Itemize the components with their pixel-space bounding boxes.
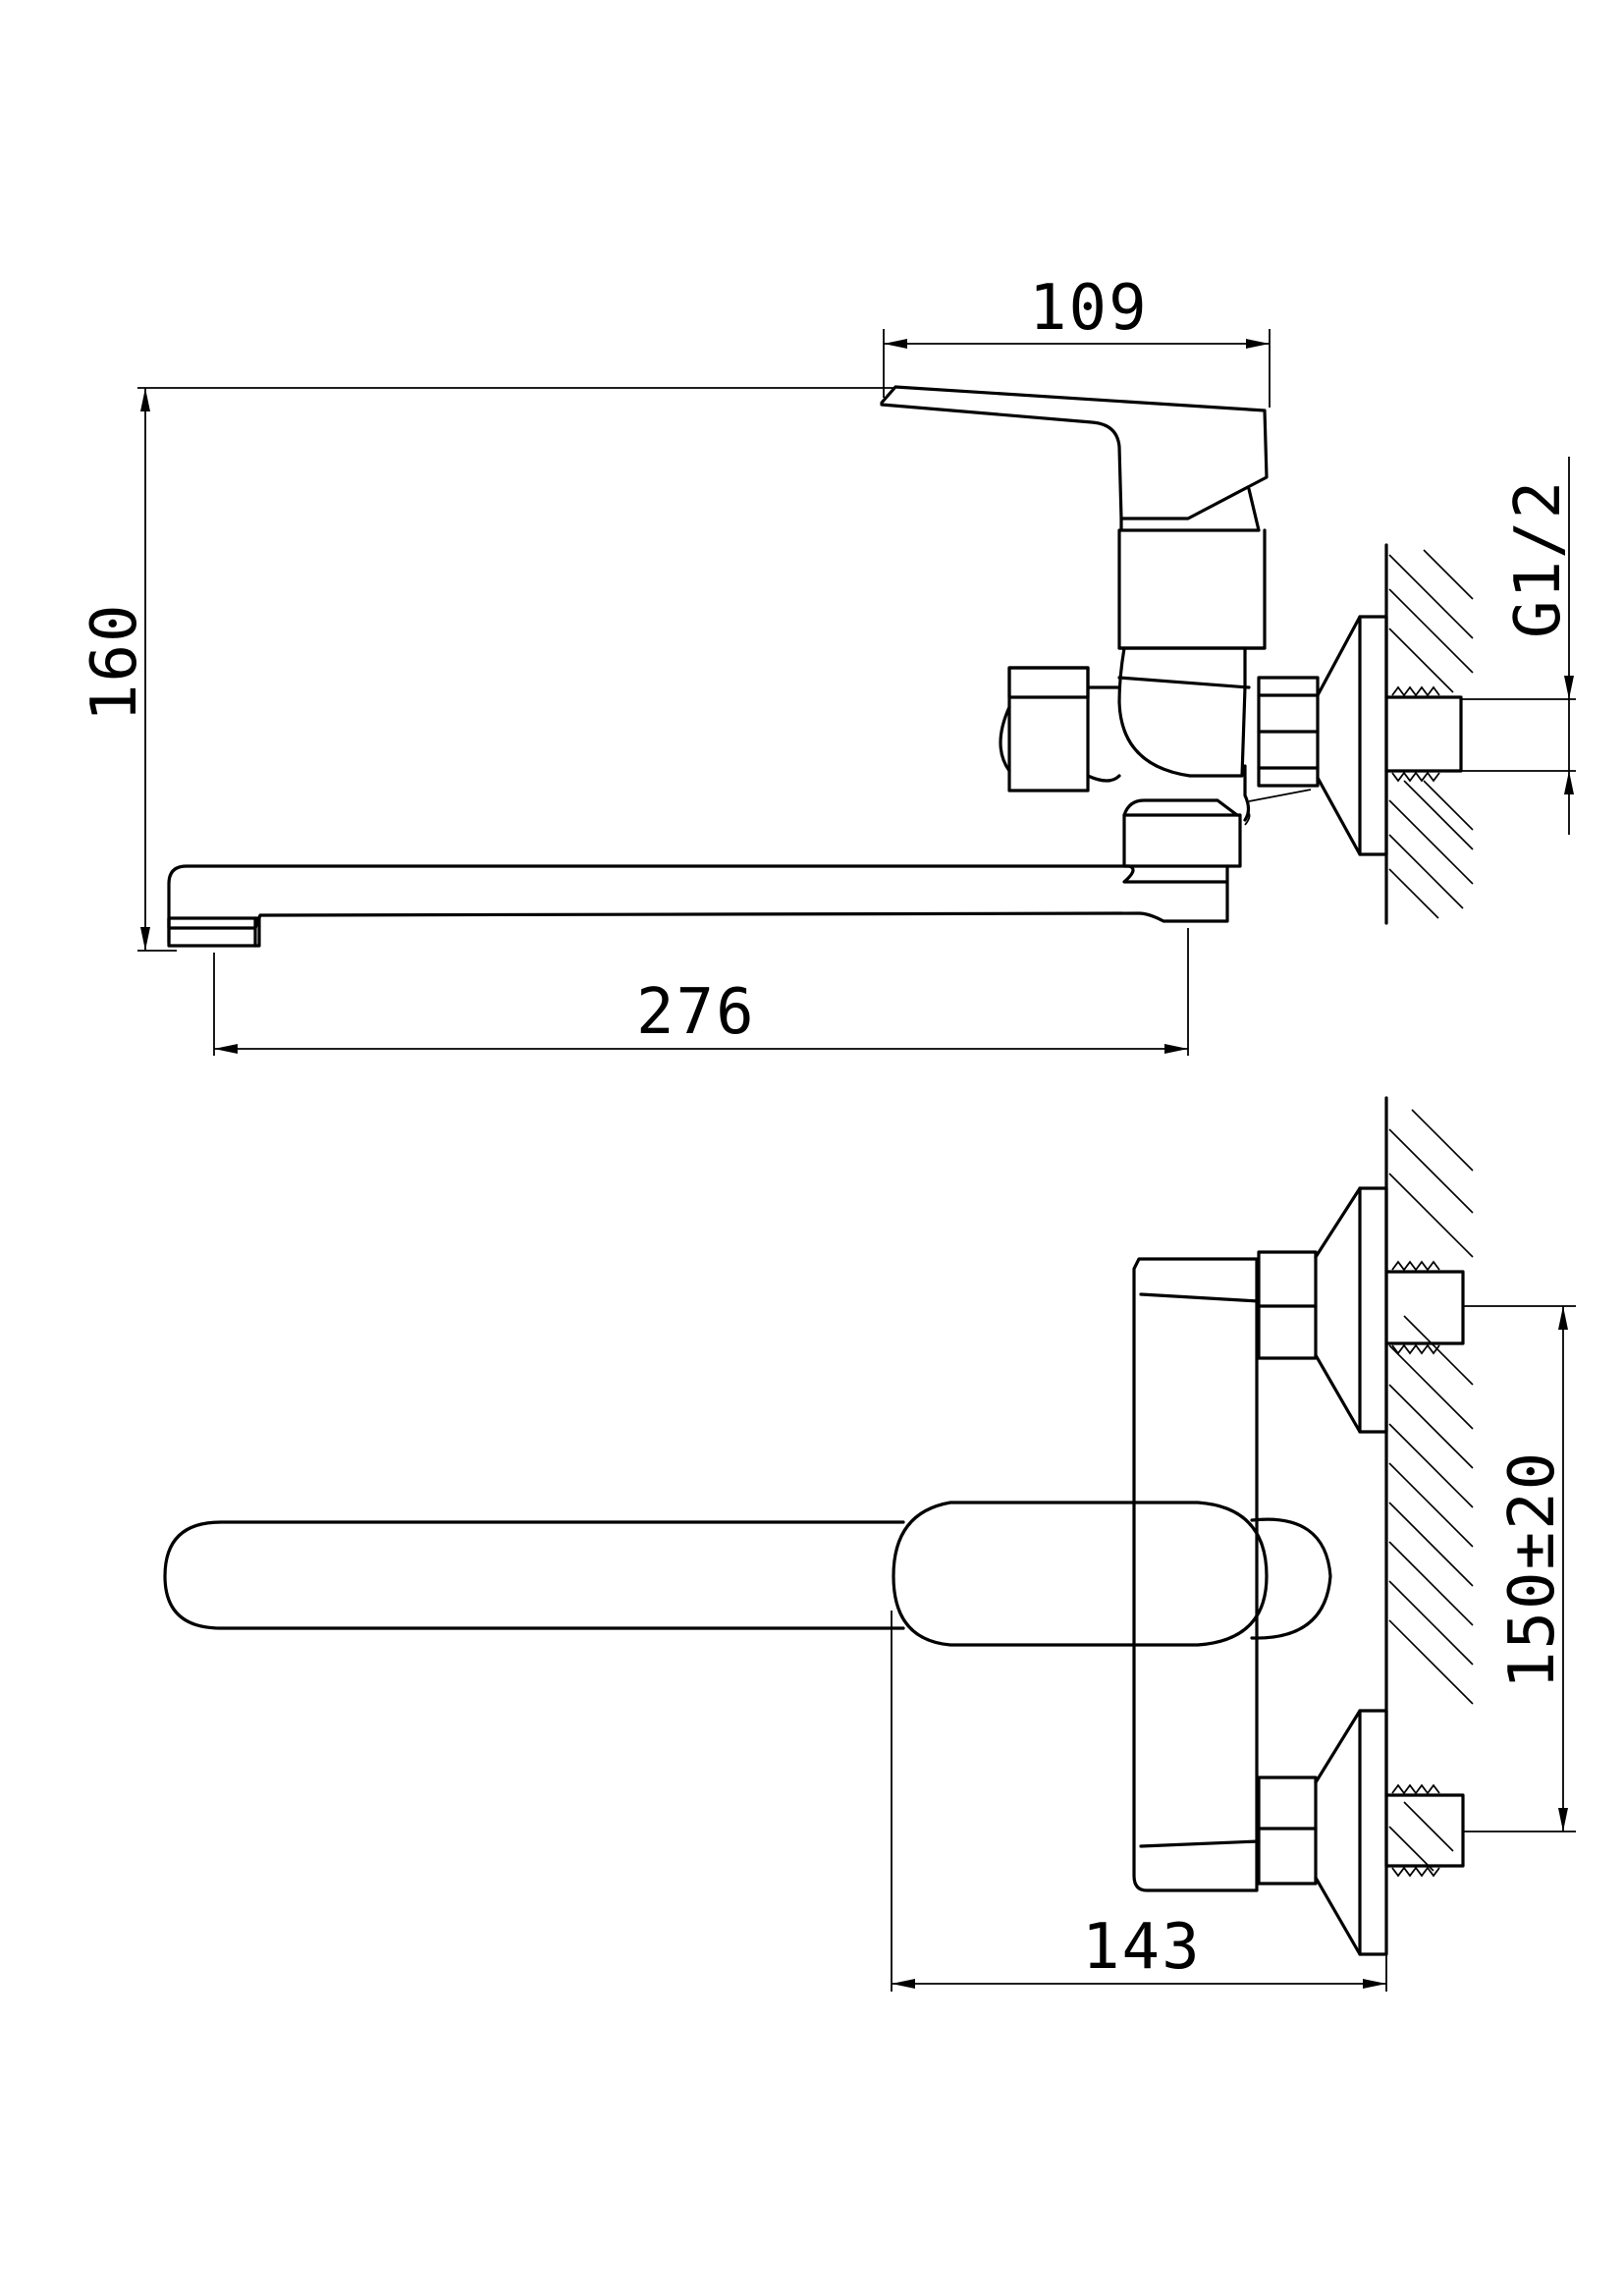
diverter-stem	[999, 705, 1011, 773]
dim-thread: G1/2	[1461, 457, 1576, 835]
dim-160-label: 160	[79, 602, 151, 722]
swivel-top	[1122, 798, 1239, 817]
dim-150: 150±20	[1463, 1305, 1576, 1832]
dim-276-label: 276	[636, 976, 756, 1049]
body-seam	[1117, 676, 1251, 689]
aerator	[167, 916, 261, 948]
dim-143: 143	[891, 1611, 1387, 1992]
dim-109-label: 109	[1029, 272, 1149, 345]
thread-pipe	[1384, 695, 1463, 773]
dim-109: 109	[883, 272, 1271, 408]
dim-thread-label: G1/2	[1502, 479, 1575, 638]
wall-hatching-bottom	[1388, 1109, 1474, 1872]
handle-neck	[1119, 487, 1261, 532]
lower-nut	[1257, 1776, 1318, 1886]
side-view: 109 160 G1/2 276	[79, 272, 1576, 1056]
upper-thread-pipe	[1384, 1270, 1465, 1345]
handle-hub	[1250, 1517, 1332, 1640]
lever-handle	[880, 385, 1269, 520]
lower-flange	[1314, 1709, 1388, 1956]
mixer-body	[1117, 528, 1267, 650]
upper-thread-teeth	[1391, 1260, 1440, 1355]
diverter-cap	[1007, 666, 1090, 699]
mixer-lower-body	[1117, 646, 1247, 778]
spout-top	[163, 1520, 905, 1630]
mixer-body-top	[1132, 1257, 1259, 1892]
spout-swivel	[1122, 813, 1242, 868]
dim-150-label: 150±20	[1496, 1450, 1569, 1689]
break-detail	[1244, 789, 1312, 826]
handle-top	[892, 1501, 1269, 1647]
top-view: 150±20 143	[163, 1096, 1576, 1992]
body-band-top	[1139, 1292, 1261, 1303]
upper-flange	[1314, 1186, 1388, 1434]
body-band-bottom	[1139, 1839, 1261, 1848]
dim-276: 276	[213, 928, 1189, 1056]
spout-arm	[167, 864, 1229, 930]
lower-thread-pipe	[1384, 1793, 1465, 1868]
dim-143-label: 143	[1082, 1911, 1202, 1984]
escutcheon-flange	[1316, 615, 1388, 856]
lower-thread-teeth	[1391, 1783, 1440, 1878]
dim-160: 160	[79, 387, 893, 952]
wall-hatching-top	[1388, 549, 1474, 919]
diverter-link	[1086, 685, 1121, 783]
diverter-knob	[1007, 666, 1090, 793]
thread-teeth	[1391, 685, 1440, 783]
break-line	[1243, 764, 1251, 822]
